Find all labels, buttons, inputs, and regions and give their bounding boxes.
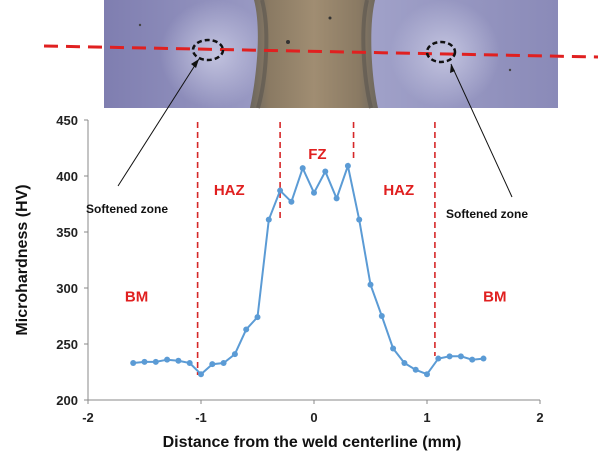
left-softened-marker	[191, 38, 225, 62]
data-point	[265, 216, 272, 223]
data-point	[446, 353, 453, 360]
data-point	[333, 195, 340, 202]
y-tick-label: 200	[56, 393, 78, 408]
weld-micrograph	[43, 0, 599, 109]
data-point	[277, 187, 284, 194]
x-tick-label: 2	[536, 410, 543, 425]
region-label: HAZ	[383, 182, 414, 199]
region-label: FZ	[308, 146, 326, 163]
data-point	[220, 360, 227, 367]
data-point	[480, 355, 487, 362]
x-tick-label: -1	[195, 410, 207, 425]
y-tick-label: 300	[56, 281, 78, 296]
y-axis-label: Microhardness (HV)	[14, 184, 31, 335]
data-point	[299, 165, 306, 172]
x-tick-label: -2	[82, 410, 94, 425]
y-tick-label: 400	[56, 169, 78, 184]
data-point	[231, 351, 238, 358]
data-point	[424, 371, 430, 378]
data-point	[390, 345, 397, 352]
data-point	[209, 361, 216, 368]
y-tick-label: 250	[56, 337, 78, 352]
data-point	[457, 353, 464, 360]
data-point	[198, 371, 204, 378]
x-tick-label: 1	[423, 410, 430, 425]
right-softened-marker	[425, 40, 457, 64]
region-label: BM	[125, 288, 148, 305]
x-axis-label: Distance from the weld centerline (mm)	[163, 434, 462, 451]
data-point	[412, 366, 419, 373]
data-point	[288, 198, 295, 205]
data-point	[367, 281, 374, 288]
region-labels: BM HAZ FZ HAZ BM	[125, 146, 507, 305]
y-tick-labels: 200 250 300 350 400 450	[56, 113, 88, 408]
data-point	[243, 326, 250, 333]
data-point	[344, 162, 351, 169]
data-point	[356, 216, 363, 223]
hardness-data-points	[130, 162, 487, 378]
region-label: BM	[483, 288, 506, 305]
hardness-series-line	[133, 162, 484, 376]
softened-zone-right: Softened zone	[446, 207, 528, 221]
data-point	[186, 360, 193, 367]
data-point	[469, 356, 476, 363]
x-tick-labels: -2 -1 0 1 2	[82, 400, 544, 425]
data-point	[130, 360, 137, 367]
data-point	[141, 358, 148, 365]
softened-zone-left: Softened zone	[86, 202, 168, 216]
y-tick-label: 450	[56, 113, 78, 128]
data-point	[164, 356, 171, 363]
data-point	[175, 357, 182, 364]
data-point	[254, 314, 261, 321]
hardness-traverse-line	[43, 44, 599, 59]
data-point	[311, 189, 317, 196]
y-tick-label: 350	[56, 225, 78, 240]
data-point	[401, 360, 408, 367]
data-point	[435, 355, 442, 362]
x-tick-label: 0	[310, 410, 317, 425]
region-label: HAZ	[214, 182, 245, 199]
data-point	[322, 168, 329, 175]
data-point	[378, 313, 385, 319]
region-boundaries	[196, 122, 436, 375]
annotation-arrows	[117, 58, 513, 198]
data-point	[152, 358, 159, 365]
